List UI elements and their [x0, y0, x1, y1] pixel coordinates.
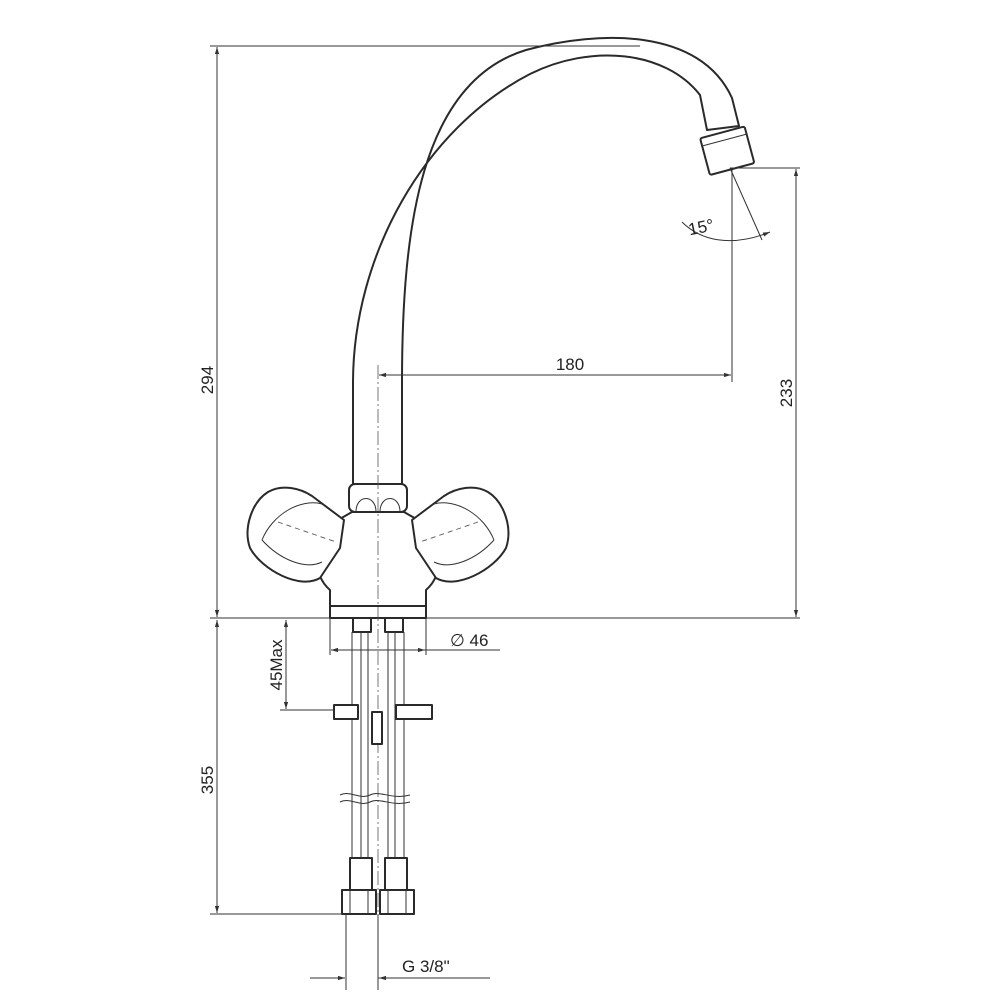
dim-mount-thickness: 45Max — [267, 639, 286, 691]
left-handle — [246, 486, 345, 583]
right-handle — [411, 486, 510, 583]
faucet-drawing — [246, 36, 755, 990]
spout-shape — [352, 36, 740, 493]
supply-hoses — [339, 617, 415, 915]
dim-outlet-angle: 15° — [687, 215, 716, 239]
dim-total-height: 294 — [198, 366, 217, 394]
mounting-bracket — [333, 704, 433, 745]
dim-spout-height: 233 — [777, 379, 796, 407]
aerator — [699, 125, 755, 176]
dim-hose-length: 355 — [198, 766, 217, 794]
dim-base-diameter: ∅ 46 — [450, 631, 488, 650]
dimension-lines — [210, 45, 800, 990]
dim-thread: G 3/8" — [402, 957, 450, 976]
dim-spout-reach: 180 — [556, 355, 584, 374]
